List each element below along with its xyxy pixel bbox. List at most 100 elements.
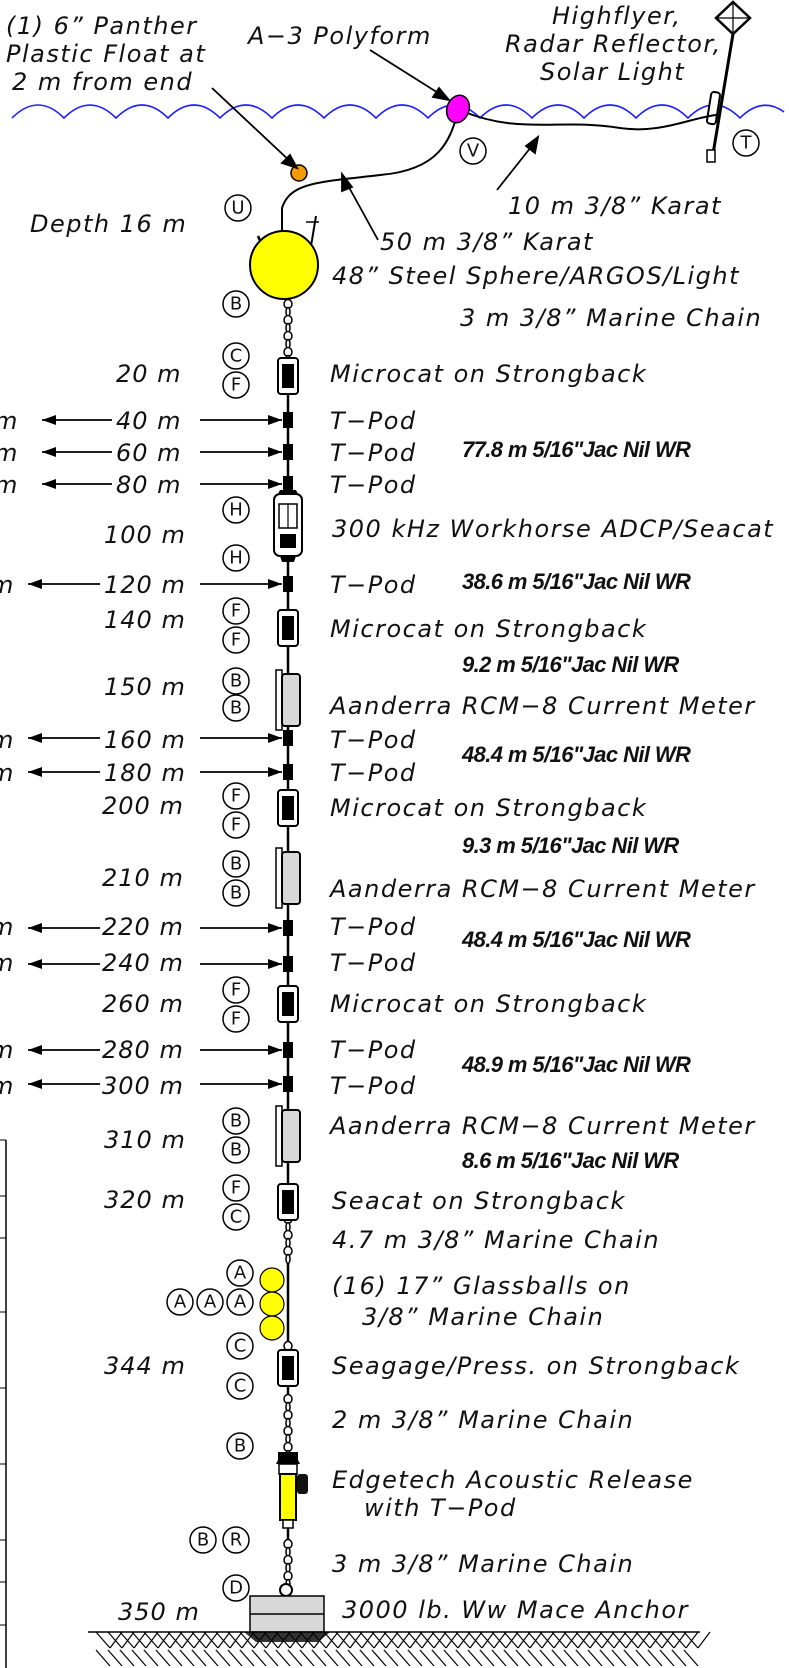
seabed-hatch bbox=[649, 1631, 663, 1649]
depth-label: 150 m bbox=[104, 673, 186, 701]
seabed-hatch bbox=[527, 1631, 543, 1649]
seabed-hatch bbox=[395, 1649, 411, 1667]
instrument-label: Aanderra RCM−8 Current Meter bbox=[328, 1112, 756, 1140]
t-pod-shape bbox=[283, 764, 293, 780]
hardware-letter: B bbox=[230, 671, 242, 692]
depth-arrow-head bbox=[28, 1045, 42, 1055]
depth-arrow-head bbox=[268, 923, 282, 933]
hardware-letter-circle bbox=[189, 1526, 217, 1554]
depth-arrow-head bbox=[268, 959, 282, 969]
seabed-hatch bbox=[229, 1631, 243, 1649]
instrument-label: T−Pod bbox=[330, 759, 417, 787]
seabed-hatch bbox=[157, 1631, 171, 1649]
seabed-hatch bbox=[455, 1631, 471, 1649]
depth-label: 350 m bbox=[118, 1598, 200, 1626]
depth-arrow-head bbox=[268, 479, 282, 489]
hardware-letter: H bbox=[229, 500, 243, 521]
seabed-hatch bbox=[673, 1631, 687, 1649]
seabed-hatch bbox=[347, 1649, 363, 1667]
t-pod-shape bbox=[283, 956, 293, 972]
seabed-hatch bbox=[143, 1649, 159, 1667]
hardware-letter-circle bbox=[222, 1174, 250, 1202]
instrument-label: Microcat on Strongback bbox=[330, 615, 647, 643]
wire-rope-label: 9.3 m 5/16"Jac Nil WR bbox=[462, 833, 679, 858]
panther-float bbox=[290, 164, 308, 182]
offscreen-depth-unit: m bbox=[0, 913, 14, 941]
hardware-letter: C bbox=[234, 1336, 247, 1357]
hardware-letter: F bbox=[231, 1009, 241, 1030]
seabed-hatch bbox=[265, 1631, 279, 1649]
hardware-letter-circle bbox=[222, 1136, 250, 1164]
seabed-hatch bbox=[167, 1631, 183, 1649]
seabed-hatch bbox=[599, 1649, 615, 1667]
seabed-hatch bbox=[95, 1649, 111, 1667]
hardware-letter: C bbox=[234, 1376, 247, 1397]
hardware-letter: D bbox=[229, 1578, 243, 1599]
hardware-letter-circle bbox=[222, 694, 250, 722]
seabed-hatch bbox=[191, 1649, 207, 1667]
hardware-letter: A bbox=[204, 1292, 217, 1313]
hardware-letter-circle bbox=[222, 976, 250, 1004]
seabed-hatch bbox=[433, 1631, 447, 1649]
hardware-letter: B bbox=[230, 854, 242, 875]
left-scale-frame bbox=[0, 1139, 7, 1668]
depth-arrow-head bbox=[28, 767, 42, 777]
strongback-sensor bbox=[282, 992, 294, 1016]
seabed-hatch bbox=[371, 1649, 387, 1667]
hardware-letter-circle bbox=[222, 1005, 250, 1033]
seabed-hatch bbox=[335, 1649, 351, 1667]
chain-label: 3 m 3/8” Marine Chain bbox=[332, 1550, 634, 1578]
panther-float-label: Plastic Float at bbox=[6, 40, 206, 68]
instrument-label: T−Pod bbox=[330, 913, 417, 941]
hardware-letter-circle bbox=[222, 626, 250, 654]
hardware-letter-circle bbox=[226, 1432, 254, 1460]
depth-label: 40 m bbox=[116, 407, 182, 435]
depth-label: 220 m bbox=[102, 913, 184, 941]
instrument-label: Seacat on Strongback bbox=[332, 1187, 626, 1215]
seabed-hatch bbox=[169, 1631, 183, 1649]
hardware-letter-circle bbox=[226, 1372, 254, 1400]
seabed-hatch bbox=[443, 1649, 459, 1667]
seabed-hatch bbox=[431, 1631, 447, 1649]
depth-arrows bbox=[28, 415, 282, 1089]
instrument-label: Microcat on Strongback bbox=[330, 990, 647, 1018]
strongback-sensor bbox=[282, 1356, 294, 1380]
hardware-letter-circle bbox=[222, 597, 250, 625]
strongback-sensor bbox=[282, 364, 294, 388]
offscreen-depth-unit: m bbox=[0, 471, 18, 499]
seabed-hatch bbox=[241, 1631, 255, 1649]
hardware-letter: H bbox=[229, 548, 243, 569]
seabed-hatch bbox=[287, 1649, 303, 1667]
acoustic-release bbox=[276, 1452, 308, 1538]
depth-label: 310 m bbox=[104, 1126, 186, 1154]
depth-label: 260 m bbox=[102, 990, 184, 1018]
instrument-label: T−Pod bbox=[330, 407, 417, 435]
depth-arrow-head bbox=[28, 923, 42, 933]
depth-label: 200 m bbox=[102, 792, 184, 820]
seabed-hatch bbox=[515, 1631, 531, 1649]
seabed-hatch bbox=[299, 1631, 315, 1649]
strongback-sensor bbox=[282, 796, 294, 820]
depth-arrow-head bbox=[268, 447, 282, 457]
offscreen-depth-unit: m bbox=[0, 949, 14, 977]
depth-arrow-head bbox=[28, 579, 42, 589]
seabed-hatch bbox=[647, 1631, 663, 1649]
seabed-hatch bbox=[385, 1631, 399, 1649]
hardware-letter-circle bbox=[222, 1574, 250, 1602]
seabed-hatch bbox=[623, 1649, 639, 1667]
seabed-hatch bbox=[239, 1649, 255, 1667]
seabed-hatch bbox=[683, 1631, 699, 1649]
karat-rope-10m bbox=[461, 110, 717, 131]
hardware-letter-circle bbox=[226, 1288, 254, 1316]
release-label: with T−Pod bbox=[364, 1494, 517, 1522]
seabed-hatch bbox=[563, 1649, 579, 1667]
seabed-hatch bbox=[179, 1631, 195, 1649]
seabed-hatch bbox=[217, 1631, 231, 1649]
seabed-hatch bbox=[107, 1631, 123, 1649]
seabed-hatch bbox=[683, 1649, 699, 1667]
hardware-letter-circle bbox=[222, 496, 250, 524]
seabed-hatch bbox=[575, 1631, 591, 1649]
seabed-hatch bbox=[457, 1631, 471, 1649]
seabed-hatch bbox=[479, 1631, 495, 1649]
adcp-foot bbox=[280, 556, 296, 562]
